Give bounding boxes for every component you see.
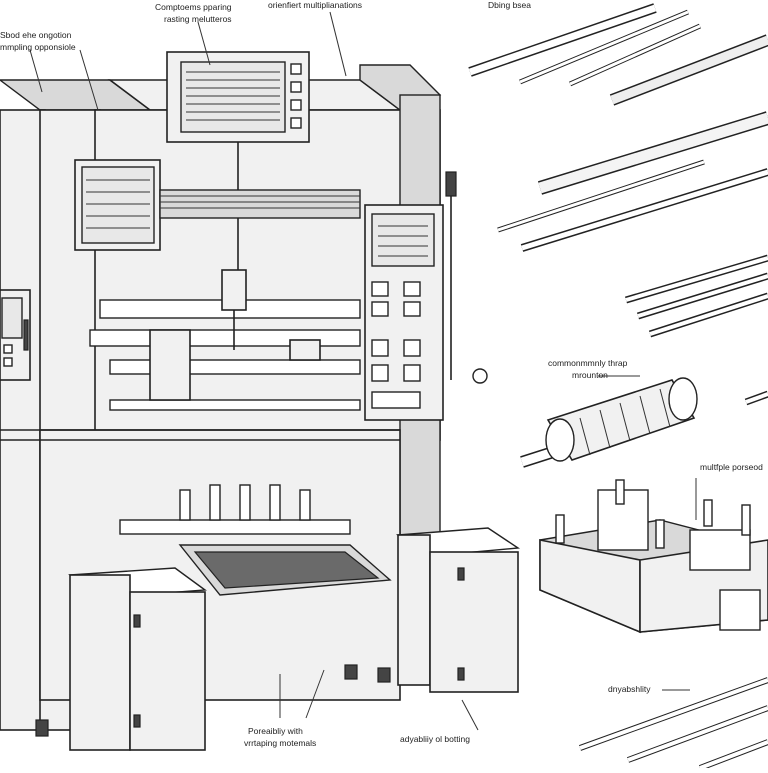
label-bottom-center-1: Poreaibliy with (248, 726, 303, 736)
rod-icon (497, 159, 705, 233)
arrow-icon (329, 11, 347, 77)
label-bottom-center-2: vrrtaping motemals (244, 738, 316, 748)
arrow-icon (461, 699, 479, 731)
control-button-icon (371, 301, 389, 317)
control-button-icon (371, 281, 389, 297)
gantry-assembly (89, 189, 361, 411)
roller-icon (520, 377, 698, 468)
rod-icon (520, 168, 768, 252)
label-top-left-1: Sbod ehe ongotion (0, 30, 72, 40)
control-button-icon (403, 364, 421, 382)
label-top-center-right: orienfiert multiplianations (268, 0, 362, 10)
rod-icon (568, 23, 702, 87)
rod-icon (698, 739, 768, 771)
leader-arrows (29, 11, 697, 731)
rods-bundle (625, 254, 768, 406)
rod-icon (578, 677, 768, 751)
rod-icon (537, 111, 768, 195)
control-button-icon (371, 364, 389, 382)
arrow-icon (79, 49, 99, 111)
left-cabinet (68, 567, 207, 751)
rod-icon (744, 390, 768, 406)
label-bottom-right: dnyabshlity (608, 684, 651, 694)
label-top-center-1: Comptoems pparing (155, 2, 232, 12)
arrow-icon (197, 21, 211, 66)
rod-icon (626, 705, 768, 763)
right-cabinet (395, 527, 521, 693)
rods-middle (497, 111, 768, 252)
rod-icon (625, 254, 768, 304)
label-right-parts: multfple porseod (700, 462, 763, 472)
label-middle-right-1: commonmmnly thrap (548, 358, 628, 368)
control-button-icon (403, 301, 421, 317)
control-button-icon (403, 339, 421, 357)
rods-bottom (578, 677, 768, 771)
label-middle-right-2: mrounton (572, 370, 608, 380)
multiple-parts-assembly (539, 479, 768, 634)
right-control-panel (364, 171, 488, 421)
rod-icon (648, 292, 768, 338)
panel-screen-icon (1, 297, 23, 339)
rod-icon (636, 272, 768, 320)
label-top-left-2: mmpling opponsiole (0, 42, 76, 52)
label-bottom-center-right: adyabliiy ol botting (400, 734, 470, 744)
rod-icon (609, 34, 768, 106)
left-side-panel (0, 289, 31, 381)
arrow-icon (29, 49, 43, 93)
panel-screen-icon (81, 166, 155, 244)
callout-labels: Sbod ehe ongotion mmpling opponsiole Com… (0, 0, 763, 748)
control-button-icon (403, 281, 421, 297)
panel-screen-icon (371, 213, 435, 267)
rods-top (468, 3, 768, 106)
rod-icon (468, 3, 657, 77)
control-button-icon (371, 339, 389, 357)
top-monitor (166, 51, 310, 270)
work-table (119, 484, 392, 596)
label-top-right: Dbing bsea (488, 0, 531, 10)
front-left-screen (74, 159, 161, 251)
arrow-icon (305, 669, 325, 719)
label-top-center-2: rasting melutteros (164, 14, 232, 24)
rod-icon (519, 9, 689, 85)
